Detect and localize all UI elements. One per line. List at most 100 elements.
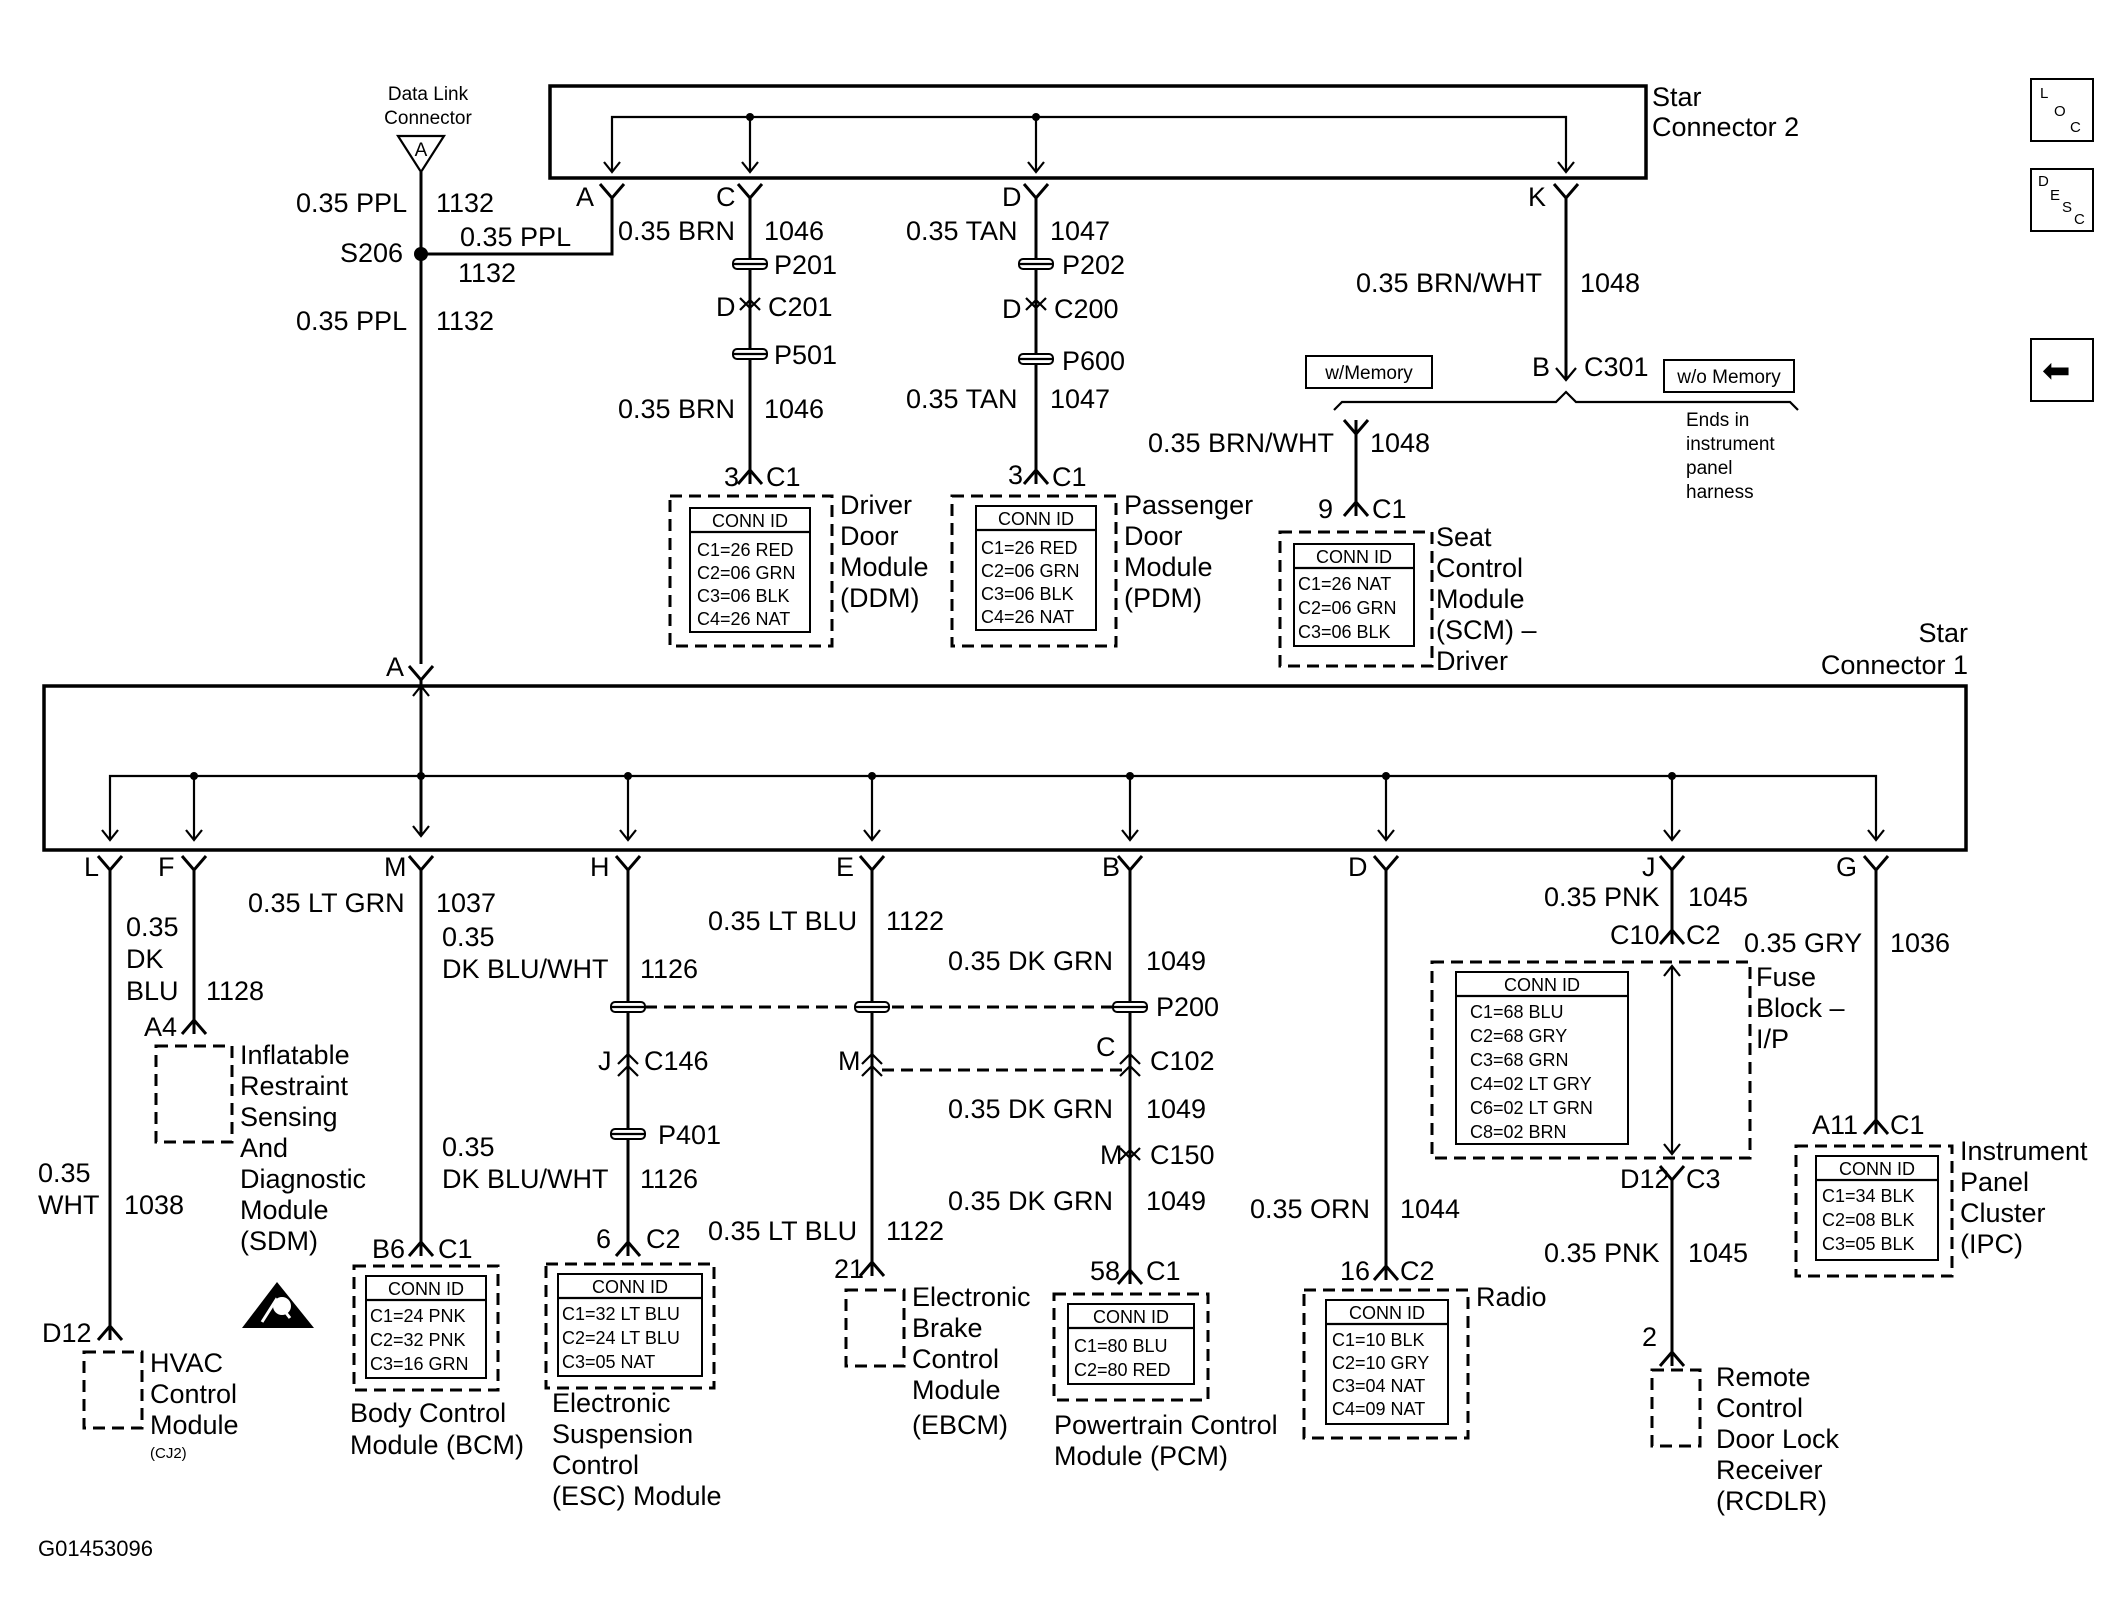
ddm-name-1: Driver bbox=[840, 490, 912, 520]
bcm-conn-id-0: CONN ID bbox=[388, 1279, 464, 1299]
esc-conn-id-3: C3=05 NAT bbox=[562, 1352, 655, 1372]
ddm-c201-pin: D bbox=[716, 292, 736, 322]
fuse-wire1-circuit: 1045 bbox=[1688, 882, 1748, 912]
ddm-wire2-circuit: 1046 bbox=[764, 394, 824, 424]
hvac-name-3: Module bbox=[150, 1410, 239, 1440]
star1-pin-m: M bbox=[384, 852, 407, 882]
pcm-wire1-gauge: 0.35 DK GRN bbox=[948, 946, 1113, 976]
esc-name-2: Suspension bbox=[552, 1419, 693, 1449]
scm-conn-id-1: C1=26 NAT bbox=[1298, 574, 1391, 594]
scm-wire2-circuit: 1048 bbox=[1370, 428, 1430, 458]
pcm-wire3-gauge: 0.35 DK GRN bbox=[948, 1186, 1113, 1216]
fuse-conn-id-4: C4=02 LT GRY bbox=[1470, 1074, 1592, 1094]
pcm-conn-id-1: C1=80 BLU bbox=[1074, 1336, 1168, 1356]
ipc-conn-id-0: CONN ID bbox=[1839, 1159, 1915, 1179]
ebcm-name-3: Control bbox=[912, 1344, 999, 1374]
ebcm-name-2: Brake bbox=[912, 1313, 983, 1343]
ebcm-circuit: 0.35 LT BLU 1122 M 0.35 LT BLU 1122 21 E… bbox=[708, 884, 1124, 1440]
esc-p401: P401 bbox=[658, 1120, 721, 1150]
sdm-pin: A4 bbox=[144, 1012, 177, 1042]
pdm-name-4: (PDM) bbox=[1124, 583, 1202, 613]
ipc-module bbox=[1794, 1144, 1954, 1278]
pdm-wire1-circuit: 1047 bbox=[1050, 216, 1110, 246]
figure-id: G01453096 bbox=[38, 1536, 153, 1561]
bcm-conn-id-1: C1=24 PNK bbox=[370, 1306, 466, 1326]
esc-conn-id-table bbox=[557, 1273, 703, 1377]
scm-conn-id-0: CONN ID bbox=[1316, 547, 1392, 567]
esc-wire2-color: DK BLU/WHT bbox=[442, 1164, 609, 1194]
radio-conn-id-2: C2=10 GRY bbox=[1332, 1353, 1429, 1373]
pdm-p202: P202 bbox=[1062, 250, 1125, 280]
pcm-conn-id-0: CONN ID bbox=[1093, 1307, 1169, 1327]
ebcm-name-5: (EBCM) bbox=[912, 1410, 1008, 1440]
pdm-pin: 3 bbox=[1008, 460, 1023, 490]
dlc-pin: A bbox=[415, 140, 428, 161]
sdm-wire-gauge: 0.35 bbox=[126, 912, 179, 942]
pdm-wire2-circuit: 1047 bbox=[1050, 384, 1110, 414]
splice-s206-label: S206 bbox=[340, 238, 403, 268]
bcm-conn-id-table bbox=[365, 1275, 487, 1379]
star1-pin-j: J bbox=[1642, 852, 1656, 882]
scm-wire2-gauge: 0.35 BRN/WHT bbox=[1148, 428, 1334, 458]
back-button[interactable]: ⬅ bbox=[2030, 338, 2094, 402]
sdm-name-2: Restraint bbox=[240, 1071, 349, 1101]
wire-1132-branch bbox=[421, 210, 614, 256]
star2-pin-k: K bbox=[1528, 182, 1546, 212]
sdm-name-7: (SDM) bbox=[240, 1226, 318, 1256]
fuse-conn-id-1: C1=68 BLU bbox=[1470, 1002, 1564, 1022]
esc-module bbox=[544, 1262, 716, 1390]
sdm-name-5: Diagnostic bbox=[240, 1164, 366, 1194]
esc-wire1-color: DK BLU/WHT bbox=[442, 954, 609, 984]
star1-pin-l: L bbox=[84, 852, 99, 882]
star1-drops bbox=[101, 772, 1885, 842]
fuse-block-module bbox=[1430, 960, 1752, 1160]
pdm-conn-id-2: C2=06 GRN bbox=[981, 561, 1080, 581]
description-button[interactable]: D E S C bbox=[2030, 168, 2094, 232]
dlc-wire-top-circuit: 1132 bbox=[436, 188, 494, 218]
pcm-name-1: Powertrain Control bbox=[1054, 1410, 1278, 1440]
radio-conn-id-3: C3=04 NAT bbox=[1332, 1376, 1425, 1396]
scm-name-4: (SCM) – bbox=[1436, 615, 1537, 645]
rcdlr-name-1: Remote bbox=[1716, 1362, 1811, 1392]
radio-conn: C2 bbox=[1400, 1256, 1435, 1286]
ipc-conn-id-1: C1=34 BLK bbox=[1822, 1186, 1915, 1206]
rcdlr-name-5: (RCDLR) bbox=[1716, 1486, 1827, 1516]
pdm-wire2-gauge: 0.35 TAN bbox=[906, 384, 1018, 414]
hvac-sub: (CJ2) bbox=[150, 1445, 187, 1462]
esc-conn: C2 bbox=[646, 1224, 681, 1254]
ebcm-name-4: Module bbox=[912, 1375, 1001, 1405]
hvac-pin: D12 bbox=[42, 1318, 92, 1348]
star2-pin-d: D bbox=[1002, 182, 1022, 212]
pcm-wire2-circuit: 1049 bbox=[1146, 1094, 1206, 1124]
loc-letter-o: O bbox=[2054, 103, 2066, 120]
pcm-wire2-gauge: 0.35 DK GRN bbox=[948, 1094, 1113, 1124]
pdm-module bbox=[950, 494, 1118, 648]
star1-pin-d: D bbox=[1348, 852, 1368, 882]
fuse-bottom-pin: D12 bbox=[1620, 1164, 1670, 1194]
esc-conn-id-0: CONN ID bbox=[592, 1277, 668, 1297]
ddm-conn-id-3: C3=06 BLK bbox=[697, 586, 790, 606]
desc-letter-e: E bbox=[2050, 187, 2061, 204]
loc-letter-c: C bbox=[2070, 119, 2081, 136]
star-connector-1-body bbox=[42, 684, 1968, 852]
esc-circuit: 0.35 DK BLU/WHT 1126 J C146 P401 0.35 DK… bbox=[442, 884, 1124, 1511]
hvac-name-2: Control bbox=[150, 1379, 237, 1409]
radio-conn-id-4: C4=09 NAT bbox=[1332, 1399, 1425, 1419]
pdm-name-3: Module bbox=[1124, 552, 1213, 582]
bcm-wire1-gauge: 0.35 LT GRN bbox=[248, 888, 405, 918]
scm-pin: 9 bbox=[1318, 494, 1333, 524]
esc-name-4: (ESC) Module bbox=[552, 1481, 722, 1511]
esc-c146-pin: J bbox=[598, 1046, 612, 1076]
fuse-conn-id-2: C2=68 GRY bbox=[1470, 1026, 1567, 1046]
location-button[interactable]: L O C bbox=[2030, 78, 2094, 142]
pcm-name-2: Module (PCM) bbox=[1054, 1441, 1228, 1471]
scm-conn-id-table bbox=[1293, 543, 1415, 647]
fuse-bottom-conn: C3 bbox=[1686, 1164, 1721, 1194]
bcm-conn-id-3: C3=16 GRN bbox=[370, 1354, 469, 1374]
radio-wire-circuit: 1044 bbox=[1400, 1194, 1460, 1224]
dlc-branch-circuit: 1132 bbox=[458, 258, 516, 288]
radio-module bbox=[1302, 1288, 1470, 1440]
back-arrow-icon: ⬅ bbox=[2042, 352, 2071, 390]
pdm-conn-id-1: C1=26 RED bbox=[981, 538, 1078, 558]
